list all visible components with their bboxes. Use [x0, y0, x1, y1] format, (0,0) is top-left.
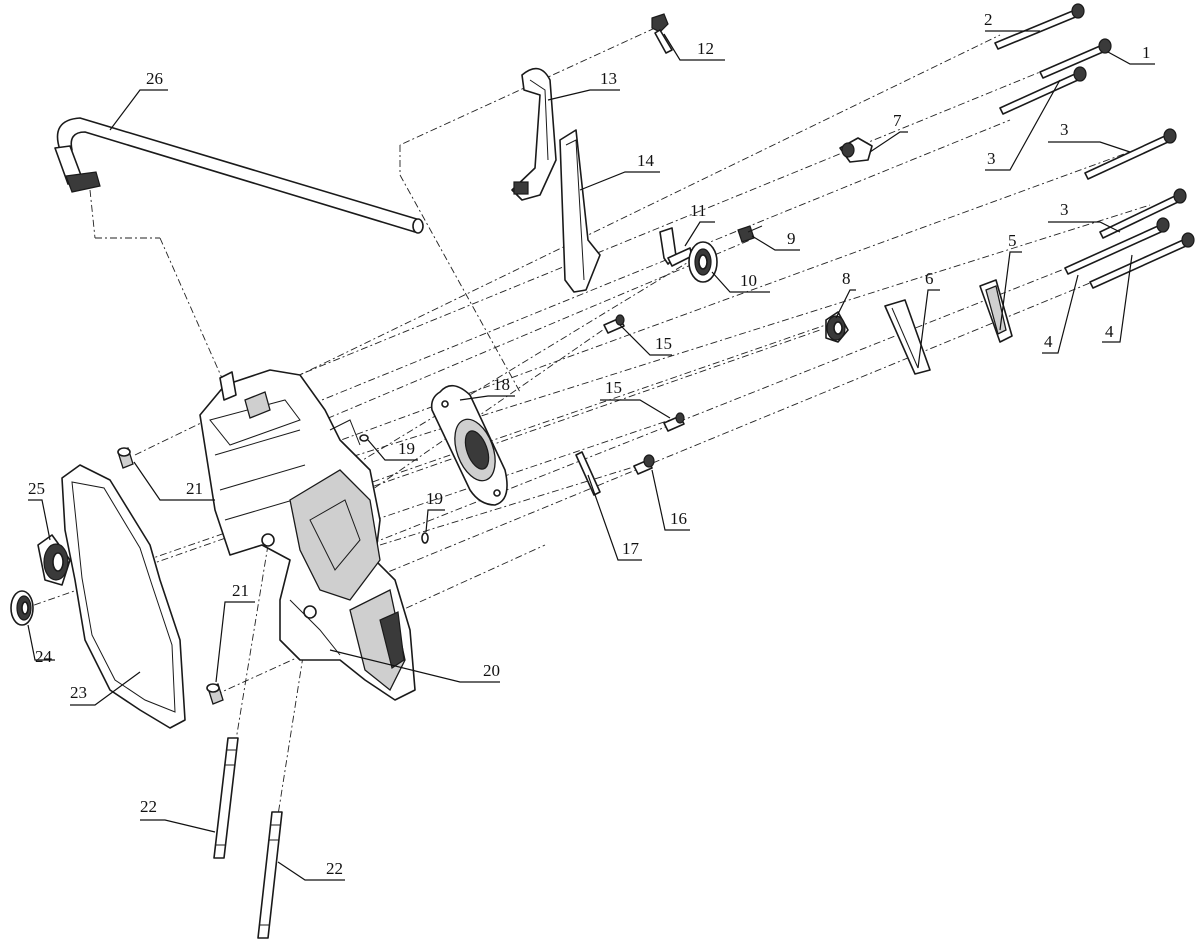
part-10-oil-seal: [688, 241, 718, 283]
part-14-tensioner-slipper: [559, 129, 601, 293]
callout-4b: 4: [1105, 322, 1114, 341]
callout-13: 13: [600, 69, 617, 88]
callout-3a: 3: [987, 149, 996, 168]
callout-16: 16: [670, 509, 687, 528]
callout-24: 24: [35, 647, 53, 666]
callout-21b: 21: [232, 581, 249, 600]
part-25-bearing: [37, 534, 71, 586]
part-15-screws: [603, 314, 685, 432]
callout-labels: 1 2 3 3 3 4 4 5 6 7 8 9 10 11 12 13 14 1…: [28, 10, 1151, 878]
part-18-cover-plate: [430, 384, 508, 506]
callout-15a: 15: [655, 334, 672, 353]
part-5-spacer: [979, 279, 1013, 343]
callout-18: 18: [493, 375, 510, 394]
part-24-seal: [10, 590, 34, 626]
callout-17: 17: [622, 539, 640, 558]
part-9-screw: [737, 225, 763, 243]
part-6-curved-plate: [884, 299, 931, 375]
callout-3c: 3: [1060, 200, 1069, 219]
part-17-dowel: [575, 451, 601, 496]
callout-4a: 4: [1044, 332, 1053, 351]
callout-6: 6: [925, 269, 934, 288]
long-bolts: [994, 3, 1195, 289]
callout-20: 20: [483, 661, 500, 680]
callout-10: 10: [740, 271, 757, 290]
callout-8: 8: [842, 269, 851, 288]
callout-25: 25: [28, 479, 45, 498]
callout-14: 14: [637, 151, 655, 170]
callout-15b: 15: [605, 378, 622, 397]
callout-1: 1: [1142, 43, 1151, 62]
callout-12: 12: [697, 39, 714, 58]
part-26-breather-hose: [54, 117, 424, 234]
callout-21a: 21: [186, 479, 203, 498]
part-11-clip: [659, 227, 693, 267]
callout-26: 26: [146, 69, 163, 88]
part-8-bearing: [825, 311, 849, 343]
callout-19b: 19: [426, 489, 443, 508]
callout-22a: 22: [140, 797, 157, 816]
part-23-gasket: [61, 464, 186, 729]
part-12-bolt: [651, 13, 673, 54]
callout-9: 9: [787, 229, 796, 248]
part-21-dowels: [117, 447, 224, 705]
part-20-crankcase-cover: [199, 369, 416, 701]
callout-11: 11: [690, 201, 706, 220]
callout-2: 2: [984, 10, 993, 29]
part-22-studs: [213, 737, 283, 939]
part-7-fitting: [839, 137, 873, 163]
callout-19a: 19: [398, 439, 415, 458]
callout-22b: 22: [326, 859, 343, 878]
callout-7: 7: [893, 111, 902, 130]
part-13-chain-guide: [511, 67, 557, 201]
part-19-o-rings: [359, 434, 429, 544]
part-16-bolt: [633, 454, 655, 475]
assembly-axis-lines: [19, 27, 1171, 816]
leader-lines: [27, 30, 1155, 881]
callout-5: 5: [1008, 231, 1017, 250]
callout-23: 23: [70, 683, 87, 702]
callout-3b: 3: [1060, 120, 1069, 139]
